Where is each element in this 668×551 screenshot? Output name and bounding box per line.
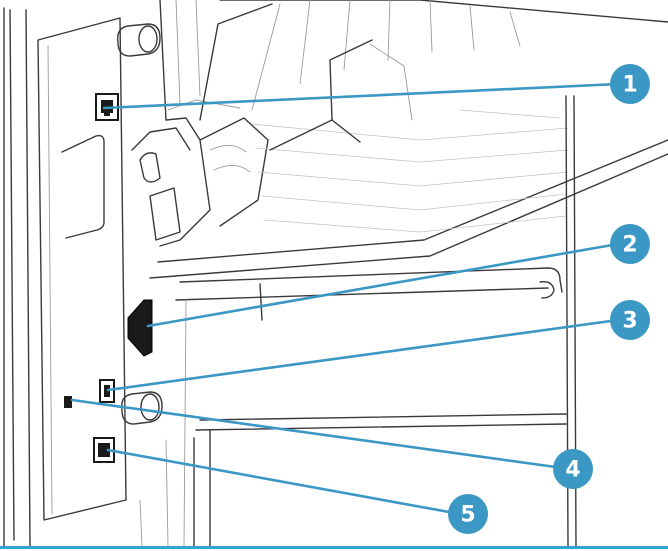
callout-1: 1 — [610, 64, 650, 104]
callout-1-label: 1 — [622, 73, 637, 98]
callout-line-1 — [102, 82, 620, 110]
callout-3-label: 3 — [622, 309, 637, 334]
printer-body — [3, 7, 31, 546]
callout-line-2 — [146, 242, 620, 328]
usb-port — [99, 379, 115, 403]
lock-slot — [64, 396, 72, 408]
callout-3: 3 — [610, 300, 650, 340]
bottom-rule — [0, 546, 668, 549]
fuser-area — [131, 0, 269, 247]
printer-side — [139, 95, 577, 546]
callout-line-5 — [106, 448, 462, 516]
power-connector — [127, 299, 153, 357]
callout-line-3 — [106, 318, 620, 392]
callout-2-label: 2 — [622, 233, 637, 258]
callout-2: 2 — [610, 224, 650, 264]
callout-4-label: 4 — [565, 458, 580, 483]
rear-door — [149, 0, 668, 279]
network-port — [93, 437, 115, 463]
callout-line-4 — [70, 398, 572, 471]
lower-screw — [121, 391, 163, 425]
callout-5: 5 — [448, 494, 488, 534]
upper-screw — [117, 23, 161, 57]
callout-5-label: 5 — [460, 503, 475, 528]
callout-4: 4 — [553, 449, 593, 489]
interface-panel — [37, 17, 127, 521]
